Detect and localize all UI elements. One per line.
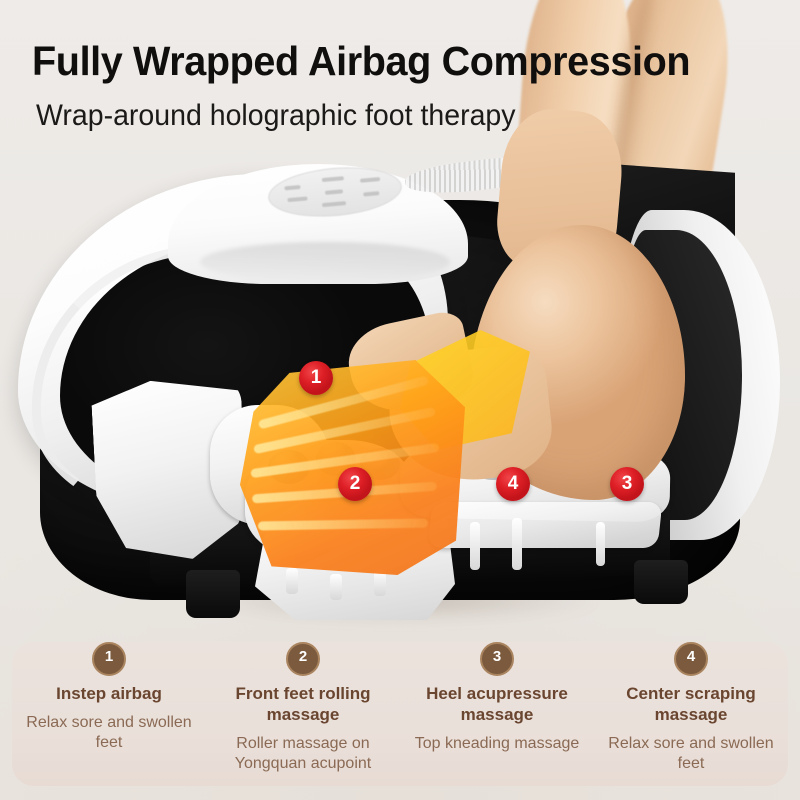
control-button-marking: [287, 196, 308, 203]
mechanism-pin: [330, 574, 342, 600]
mechanism-pin: [512, 518, 522, 570]
control-button-marking: [321, 176, 345, 183]
mechanism-pin: [286, 568, 298, 594]
feature-caption-panel: 1 Instep airbag Relax sore and swollen f…: [12, 642, 788, 786]
caption-column-2: 2 Front feet rolling massage Roller mass…: [206, 642, 400, 786]
caption-desc-1: Relax sore and swollen feet: [26, 714, 192, 751]
page-subtitle: Wrap-around holographic foot therapy: [36, 99, 516, 132]
caption-badge-1: 1: [92, 642, 126, 676]
control-button-marking: [363, 191, 380, 197]
caption-desc-4: Relax sore and swollen feet: [608, 735, 774, 772]
caption-badge-3: 3: [480, 642, 514, 676]
marker-1[interactable]: 1: [299, 361, 333, 395]
mechanism-pin: [374, 570, 386, 596]
caption-badge-2: 2: [286, 642, 320, 676]
mechanism-pin: [596, 522, 605, 566]
page-title: Fully Wrapped Airbag Compression: [32, 38, 691, 84]
caption-badge-4: 4: [674, 642, 708, 676]
marker-2[interactable]: 2: [338, 467, 372, 501]
device-foot-pad-right: [634, 560, 688, 604]
caption-title-2: Front feet rolling massage: [235, 684, 371, 724]
caption-column-3: 3 Heel acupressure massage Top kneading …: [400, 642, 594, 786]
control-button-marking: [324, 189, 344, 195]
product-image: 1 2 4 3: [0, 105, 800, 650]
headline-block: Fully Wrapped Airbag Compression Wrap-ar…: [32, 36, 714, 134]
caption-desc-2: Roller massage on Yongquan acupoint: [234, 735, 372, 772]
device-top-seam: [200, 242, 450, 282]
airbag-rib: [257, 518, 429, 531]
caption-desc-3: Top kneading massage: [414, 735, 580, 752]
caption-column-1: 1 Instep airbag Relax sore and swollen f…: [12, 642, 206, 786]
caption-title-3: Heel acupressure massage: [426, 684, 568, 724]
control-button-marking: [359, 177, 381, 183]
caption-title-4: Center scraping massage: [626, 684, 756, 724]
marker-4[interactable]: 4: [496, 467, 530, 501]
caption-column-4: 4 Center scraping massage Relax sore and…: [594, 642, 788, 786]
device-foot-pad-left: [186, 570, 240, 618]
mechanism-pin: [470, 522, 480, 570]
caption-title-1: Instep airbag: [56, 684, 162, 703]
control-button-marking: [284, 185, 301, 191]
control-button-marking: [321, 201, 347, 208]
marker-3[interactable]: 3: [610, 467, 644, 501]
